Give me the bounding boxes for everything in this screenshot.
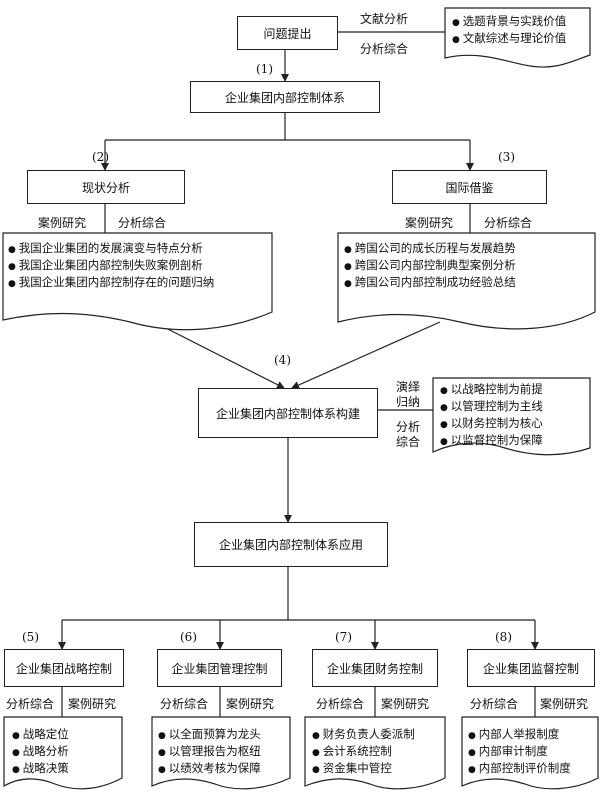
step-number-7: (7) (335, 630, 352, 644)
method-synthesis-construct: 分析 综合 (395, 420, 420, 449)
method-literature-analysis: 文献分析 (360, 12, 409, 26)
step-number-8: (8) (495, 630, 512, 644)
note-item: 以管理报告为枢纽 (158, 744, 261, 761)
note-supervision: 内部人举报制度 内部审计制度 内部控制评价制度 (468, 727, 571, 778)
node-status: 现状分析 (27, 170, 185, 204)
arrow-status-construct (149, 319, 285, 389)
node-apply: 企业集团内部控制体系应用 (194, 522, 388, 567)
method-case-study-supervision: 案例研究 (540, 697, 589, 711)
step-number-3: (3) (498, 150, 515, 164)
note-item: 战略分析 (12, 744, 69, 761)
method-deduction: 演绎 归纳 (395, 380, 420, 409)
method-synthesis-status: 分析综合 (118, 216, 167, 230)
note-item: 内部人举报制度 (468, 727, 571, 744)
note-item: 跨国公司内部控制典型案例分析 (344, 258, 516, 275)
method-case-study-intl: 案例研究 (405, 216, 454, 230)
note-finance: 财务负责人委派制 会计系统控制 资金集中管控 (312, 727, 415, 778)
note-item: 我国企业集团内部控制失败案例剖析 (8, 258, 214, 275)
method-synthesis-supervision: 分析综合 (470, 697, 519, 711)
step-number-2: (2) (92, 150, 109, 164)
method-synthesis-finance: 分析综合 (316, 697, 365, 711)
step-number-6: (6) (180, 630, 197, 644)
node-supervision: 企业集团监督控制 (467, 649, 595, 687)
node-construct: 企业集团内部控制体系构建 (198, 388, 378, 438)
note-item: 我国企业集团的发展演变与特点分析 (8, 241, 214, 258)
method-synthesis-intl: 分析综合 (484, 216, 533, 230)
step-number-4: (4) (274, 353, 291, 367)
method-synthesis-top: 分析综合 (360, 42, 409, 56)
note-item: 我国企业集团内部控制存在的问题归纳 (8, 275, 215, 292)
note-status: 我国企业集团的发展演变与特点分析 我国企业集团内部控制失败案例剖析 我国企业集团… (8, 241, 215, 292)
method-synthesis-management: 分析综合 (160, 697, 209, 711)
note-item: 以全面预算为龙头 (158, 727, 261, 744)
note-item: 战略定位 (12, 727, 69, 744)
note-item: 跨国公司的成长历程与发展趋势 (344, 241, 516, 258)
node-system: 企业集团内部控制体系 (190, 81, 380, 113)
note-item: 选题背景与实践价值 (452, 14, 567, 31)
note-item: 财务负责人委派制 (312, 727, 415, 744)
step-number-1: (1) (256, 62, 273, 76)
node-problem: 问题提出 (237, 16, 338, 50)
note-strategy: 战略定位 战略分析 战略决策 (12, 727, 69, 778)
note-management: 以全面预算为龙头 以管理报告为枢纽 以绩效考核为保障 (158, 727, 261, 778)
method-case-study-finance: 案例研究 (381, 697, 430, 711)
method-case-study-status: 案例研究 (38, 216, 87, 230)
note-item: 以财务控制为核心 (440, 416, 543, 433)
note-item: 以战略控制为前提 (440, 382, 543, 399)
note-problem: 选题背景与实践价值 文献综述与理论价值 (452, 14, 567, 48)
note-item: 会计系统控制 (312, 744, 415, 761)
note-item: 内部控制评价制度 (468, 761, 571, 778)
note-item: 资金集中管控 (312, 761, 415, 778)
node-intl: 国际借鉴 (392, 170, 547, 204)
method-case-study-strategy: 案例研究 (68, 697, 117, 711)
note-item: 跨国公司内部控制成功经验总结 (344, 275, 516, 292)
step-number-5: (5) (22, 630, 39, 644)
node-strategy: 企业集团战略控制 (4, 649, 124, 687)
note-item: 以监督控制为保障 (440, 433, 543, 450)
note-construct: 以战略控制为前提 以管理控制为主线 以财务控制为核心 以监督控制为保障 (440, 382, 543, 450)
arrow-intl-construct (291, 321, 441, 389)
note-item: 以绩效考核为保障 (158, 761, 261, 778)
method-synthesis-strategy: 分析综合 (6, 697, 55, 711)
node-finance: 企业集团财务控制 (312, 649, 438, 687)
note-item: 文献综述与理论价值 (452, 31, 567, 48)
node-management: 企业集团管理控制 (157, 649, 282, 687)
note-item: 内部审计制度 (468, 744, 571, 761)
note-intl: 跨国公司的成长历程与发展趋势 跨国公司内部控制典型案例分析 跨国公司内部控制成功… (344, 241, 516, 292)
note-item: 战略决策 (12, 761, 69, 778)
note-item: 以管理控制为主线 (440, 399, 543, 416)
method-case-study-management: 案例研究 (226, 697, 275, 711)
